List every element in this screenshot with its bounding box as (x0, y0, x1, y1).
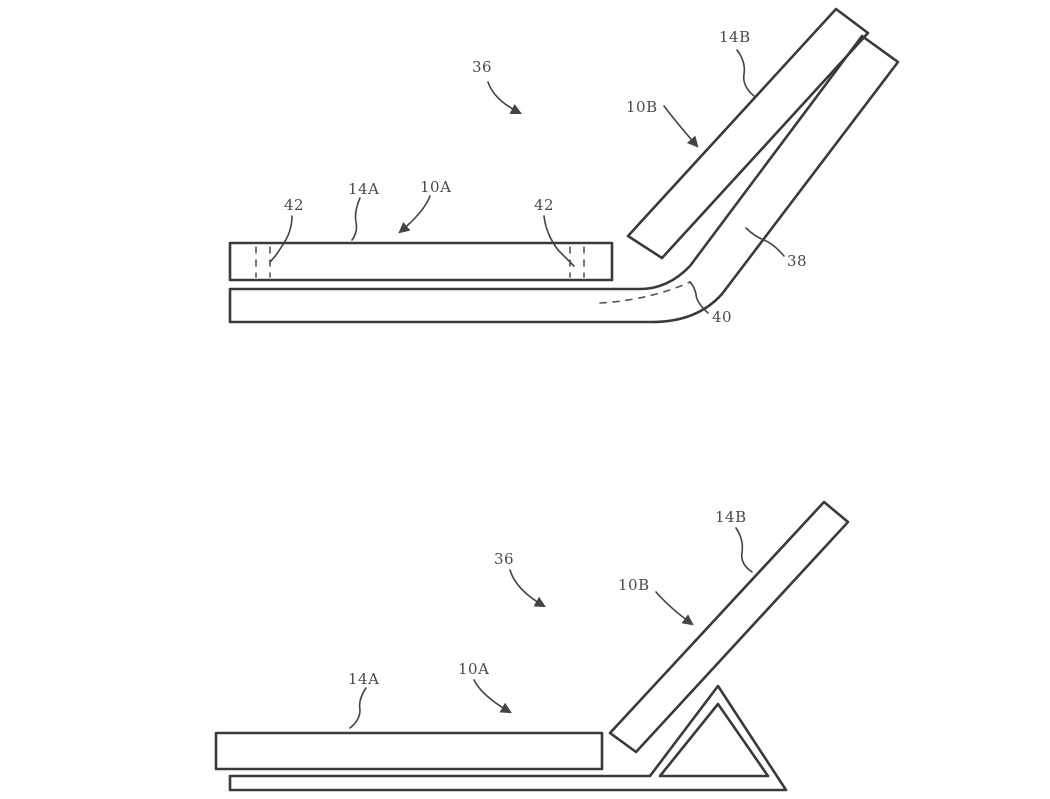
leader-14A-top (351, 197, 361, 241)
label-10B-bottom: 10B (618, 576, 650, 594)
leader-14B-top (736, 49, 755, 97)
device-a-housing-bottom (214, 731, 604, 771)
top-view: 36 14B 10B 14A 10A 42 42 38 40 (228, 7, 900, 326)
device-b-housing (626, 7, 870, 260)
label-10B-top: 10B (626, 98, 658, 116)
hinge-40 (599, 281, 691, 304)
bottom-view: 36 14B 10B 14A 10A (214, 500, 850, 792)
leader-40 (689, 281, 709, 314)
label-14B-bottom: 14B (715, 508, 747, 526)
label-36-top: 36 (472, 58, 492, 76)
label-40: 40 (712, 308, 732, 326)
leader-36-top (487, 81, 523, 115)
magnet-left (255, 246, 271, 278)
label-10A-bottom: 10A (458, 660, 489, 678)
leader-10B-top (663, 105, 699, 148)
device-a-housing (228, 241, 614, 282)
device-b-housing-bottom (608, 500, 850, 754)
label-36-bottom: 36 (494, 550, 514, 568)
label-10A-top: 10A (420, 178, 451, 196)
cover-stand (228, 684, 788, 792)
magnet-right (569, 246, 585, 278)
label-42-right: 42 (534, 196, 554, 214)
leader-14B-bottom (735, 527, 753, 573)
label-14A-top: 14A (348, 180, 379, 198)
leader-36-bottom (509, 569, 546, 608)
leader-42-right (543, 215, 575, 267)
leader-10A-bottom (473, 679, 512, 714)
label-38: 38 (787, 252, 807, 270)
cover-panel-38 (228, 34, 900, 324)
leader-14A-bottom (349, 687, 367, 729)
leader-10B-bottom (655, 591, 694, 626)
label-14A-bottom: 14A (348, 670, 379, 688)
cover-stand-inner (658, 702, 770, 778)
leader-38 (745, 227, 785, 257)
label-42-left: 42 (284, 196, 304, 214)
label-14B-top: 14B (719, 28, 751, 46)
leader-42-left (269, 215, 293, 263)
leader-10A-top (398, 195, 431, 234)
